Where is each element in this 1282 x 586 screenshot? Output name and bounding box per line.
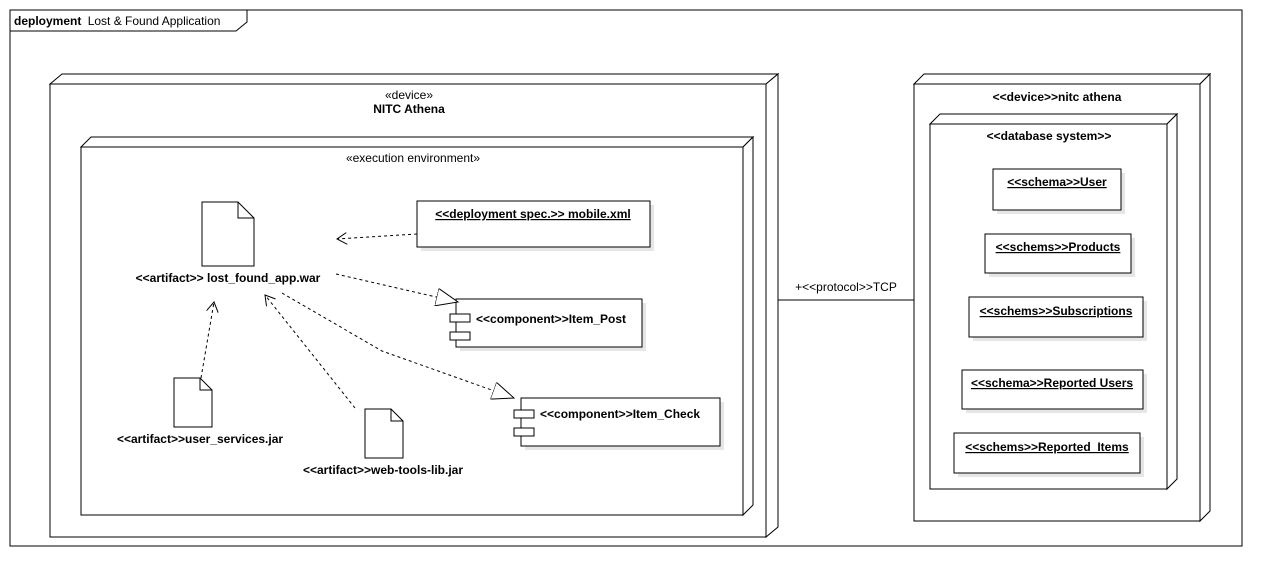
schema-subscriptions[interactable]: <<schems>>Subscriptions (968, 296, 1147, 341)
schema-label: <<schema>>User (1007, 175, 1107, 189)
component-port-icon (513, 427, 535, 437)
component-port-icon (449, 331, 471, 341)
deployment-spec-mobile-xml[interactable]: <<deployment spec.>> mobile.xml (416, 200, 654, 251)
svg-text:deployment Lost & Found: deployment Lost & Found Application (14, 14, 220, 28)
artifact-label-main: <<artifact>> lost_found_app.war (136, 271, 321, 285)
schema-label: <<schema>>Reported Users (971, 376, 1133, 390)
dependency-spec-to-app (337, 234, 418, 239)
device-stereotype: «device» (385, 88, 433, 102)
schema-label: <<schems>>Subscriptions (980, 304, 1133, 318)
component-port-icon (449, 313, 471, 323)
schema-user[interactable]: <<schema>>User (992, 168, 1125, 214)
artifact-label-web-tools: <<artifact>>web-tools-lib.jar (303, 463, 463, 477)
dependency-arrows (200, 234, 514, 409)
schema-label: <<schems>>Products (996, 240, 1121, 254)
realization-app-to-item-check (281, 292, 514, 398)
component-label-item-post: <<component>>Item_Post (476, 312, 626, 326)
component-item-check[interactable]: <<component>>Item_Check (513, 397, 724, 450)
dependency-web-tools-to-app (265, 295, 356, 409)
connector-label: +<<protocol>>TCP (795, 280, 897, 294)
schema-list: <<schema>>User <<schems>>Products <<sche… (953, 168, 1147, 477)
schema-reported-items[interactable]: <<schems>>Reported_Items (953, 432, 1144, 477)
artifact-label-user-services: <<artifact>>user_services.jar (117, 432, 283, 446)
component-label-item-check: <<component>>Item_Check (540, 407, 700, 421)
device-name: NITC Athena (373, 102, 445, 116)
artifact-web-tools-lib[interactable]: <<artifact>>web-tools-lib.jar (303, 408, 463, 477)
deployment-spec-label: <<deployment spec.>> mobile.xml (435, 207, 630, 221)
schema-products[interactable]: <<schems>>Products (984, 233, 1135, 277)
artifact-lost-found-app[interactable]: <<artifact>> lost_found_app.war (136, 201, 321, 285)
dependency-user-services-to-app (200, 302, 214, 379)
execution-environment-node[interactable]: «execution environment» (79, 135, 755, 517)
artifact-user-services[interactable]: <<artifact>>user_services.jar (117, 377, 283, 446)
schema-reported-users[interactable]: <<schema>>Reported Users (961, 369, 1147, 413)
component-item-post[interactable]: <<component>>Item_Post (449, 298, 646, 351)
frame-keyword: deployment (14, 14, 81, 28)
database-system-label: <<database system>> (987, 129, 1112, 143)
tcp-connector[interactable]: +<<protocol>>TCP (778, 280, 914, 301)
schema-label: <<schems>>Reported_Items (965, 440, 1129, 454)
realization-app-to-item-post (335, 273, 458, 302)
frame-name: Lost & Found Application (88, 14, 221, 28)
device-right-name: <<device>>nitc athena (993, 90, 1122, 104)
execution-environment-stereotype: «execution environment» (346, 151, 480, 165)
component-port-icon (513, 409, 535, 419)
